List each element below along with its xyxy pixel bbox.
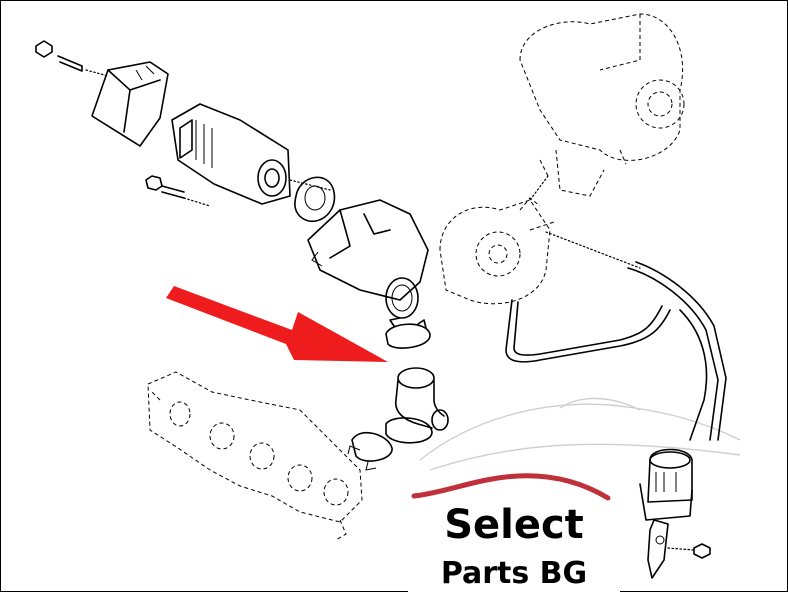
solenoid-bracket [647,519,711,579]
watermark-logo: Select Parts BG [408,473,620,592]
bolt-top [35,40,109,77]
vacuum-hose [505,261,727,441]
egr-valve [171,103,331,205]
clamp-lower [347,431,393,471]
vacuum-pump [439,197,641,305]
egr-housing [307,199,429,319]
pointer-arrow [166,286,388,362]
turbocharger [519,13,685,201]
clamp-upper [385,317,431,349]
logo-swoosh [411,473,611,501]
watermark-car [419,397,741,471]
heat-shield [91,61,169,147]
exhaust-manifold [147,371,363,541]
bolt-left [145,175,211,207]
gasket [294,176,336,223]
logo-text-parts-bg: Parts BG [440,556,588,591]
pipe-elbow [385,367,449,444]
vacuum-solenoid [639,448,693,521]
logo-text-select: Select [444,502,584,548]
